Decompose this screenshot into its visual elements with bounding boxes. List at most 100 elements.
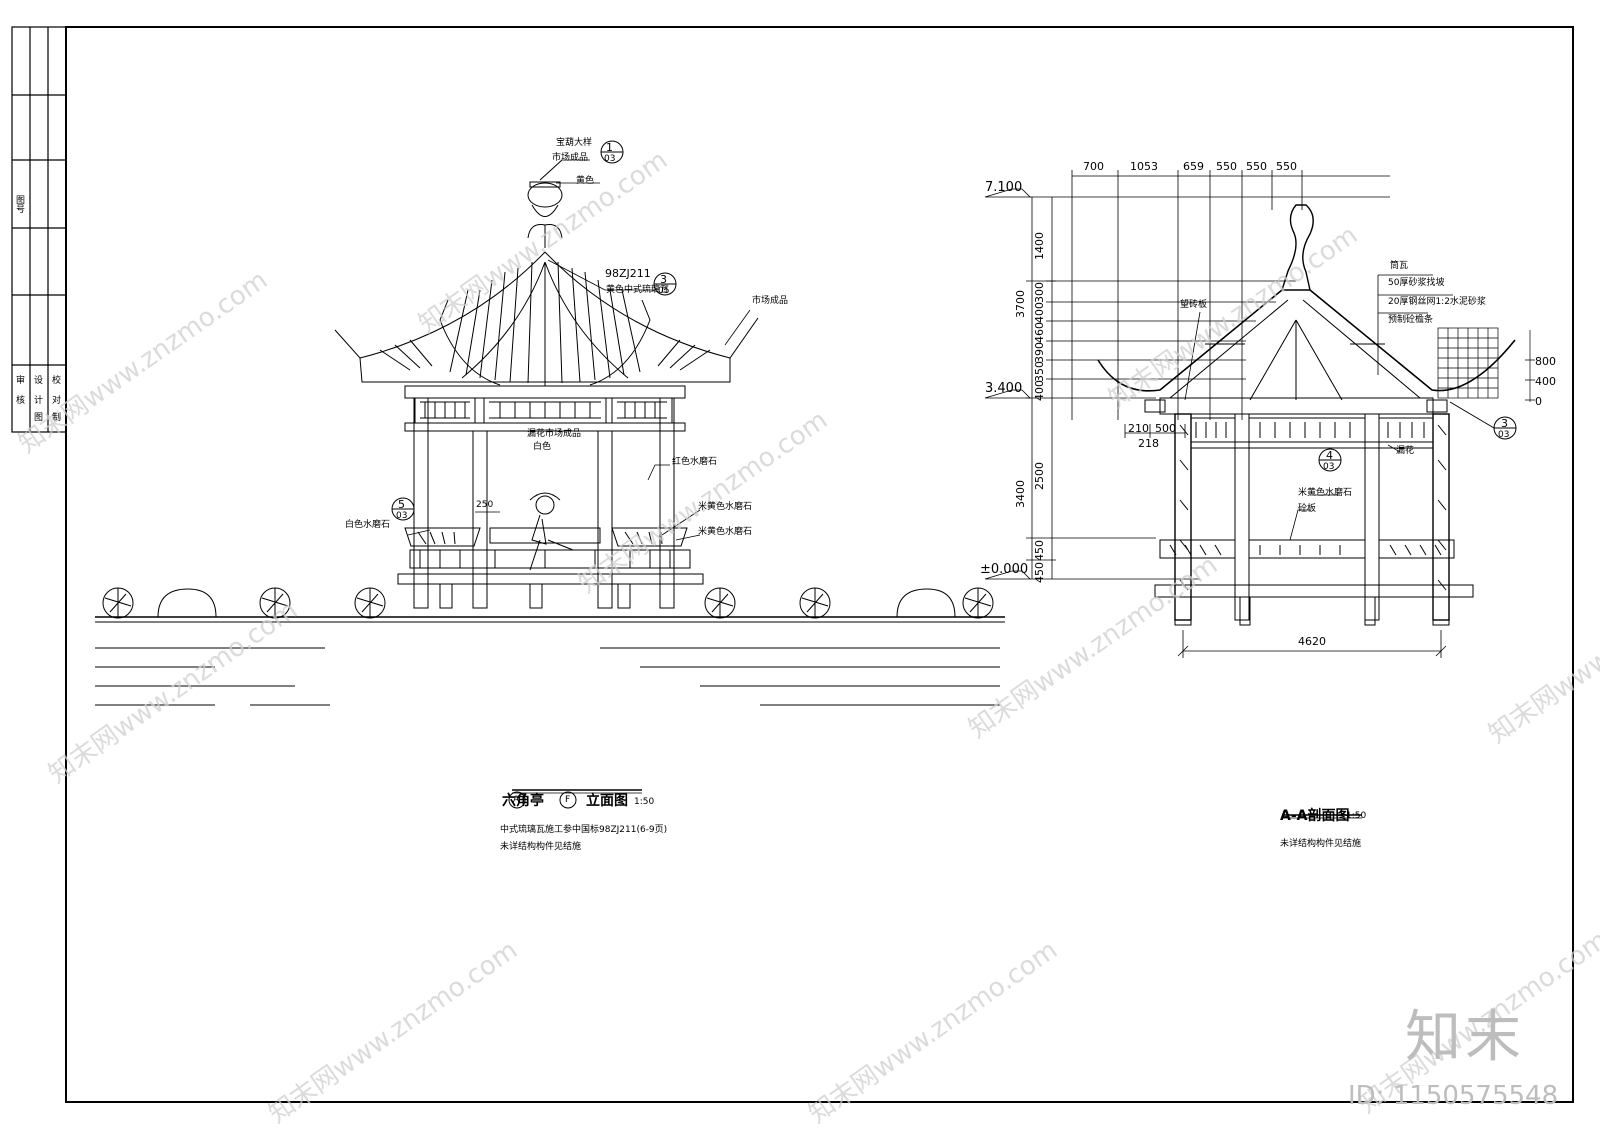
title-strip-label: 核 (14, 395, 24, 404)
inner-dim-300: 300 (1033, 282, 1046, 303)
section-callout-3-num: 3 (1501, 417, 1508, 430)
section-eave-dimensions (1124, 424, 1186, 438)
yellow-stone-label-1: 米黄色水磨石 (698, 502, 753, 512)
callout-5-num: 5 (398, 498, 405, 511)
elevation-ground (95, 587, 1005, 706)
top-dim-2: 1053 (1130, 160, 1158, 173)
section-callout-circles (1318, 401, 1517, 472)
section-title: A-A剖面图 (1280, 808, 1350, 824)
std-code-label: 98ZJ211 (605, 267, 651, 280)
title-strip-label: 制 (50, 412, 60, 421)
top-dim-1: 700 (1083, 160, 1104, 173)
section-scale: 1:50 (1346, 811, 1367, 821)
axis-f-label: F (565, 795, 571, 805)
inner-dim-350: 350 (1033, 361, 1046, 382)
top-dim-3: 659 (1183, 160, 1204, 173)
elevation-title: 六角亭 (502, 793, 544, 809)
title-strip-approval: 图号 (14, 195, 24, 213)
finial (527, 159, 563, 248)
left-dim-450b: 450 (1033, 562, 1046, 583)
section-grid-detail (1437, 327, 1535, 402)
elevation-roof (334, 251, 759, 386)
layer-1-label: 50厚砂浆找坡 (1388, 278, 1445, 288)
top-dim-6: 550 (1276, 160, 1297, 173)
scale-800: 800 (1535, 355, 1556, 368)
title-strip-label: 设 (32, 375, 42, 384)
eave-dim-500: 500 (1155, 422, 1176, 435)
elevation-columns (413, 397, 675, 609)
section-walls (1174, 413, 1450, 621)
callout-1-sheet: 03 (604, 154, 616, 164)
axis-a-label: A (513, 795, 520, 805)
inner-dim-400: 400 (1033, 302, 1046, 323)
left-dim-1400: 1400 (1033, 232, 1046, 260)
layer-2-label: 20厚钢丝网1:2水泥砂浆 (1388, 297, 1486, 307)
title-strip-label: 校 (50, 375, 60, 384)
left-dim-3700: 3700 (1014, 290, 1027, 318)
brand-watermark: 知末 (1405, 1005, 1525, 1070)
elevation-benches (397, 527, 704, 609)
scale-400: 400 (1535, 375, 1556, 388)
section-yellow-stone-label: 米黄色水磨石 (1298, 488, 1353, 498)
railing-white-label: 白色 (533, 442, 552, 452)
layer-3-label: 预制砼檐条 (1388, 315, 1434, 325)
outer-frame (65, 26, 1574, 1103)
top-dim-4: 550 (1216, 160, 1237, 173)
callout-3-sheet: 05 (658, 286, 670, 296)
tile-label: 筒瓦 (1390, 261, 1409, 271)
red-stone-label: 红色水磨石 (672, 457, 718, 467)
elevation-title-suffix: 立面图 (586, 793, 628, 809)
finial-color-label: 黄色 (576, 176, 595, 186)
section-leaders (1184, 274, 1453, 819)
eave-dim-210: 210 (1128, 422, 1149, 435)
section-lattice (1190, 417, 1434, 449)
white-stone-label: 白色水磨石 (345, 520, 391, 530)
section-benches (1154, 539, 1474, 626)
bench-label: 砼板 (1298, 504, 1317, 514)
left-dim-450a: 450 (1033, 540, 1046, 561)
roof-tile-label: 黄色中式琉璃瓦 (606, 285, 670, 295)
roof-end-label: 市场成品 (752, 296, 789, 306)
section-callout-4-sheet: 03 (1323, 462, 1335, 472)
inner-dim-390: 390 (1033, 342, 1046, 363)
bottom-dim-4620: 4620 (1298, 635, 1326, 648)
left-dim-2500: 2500 (1033, 462, 1046, 490)
title-strip-label: 计 (32, 395, 42, 404)
board-label: 望砖板 (1180, 300, 1208, 310)
railing-top-label: 漏花市场成品 (527, 429, 582, 439)
id-watermark: ID: 1150575548 (1348, 1081, 1559, 1111)
elevation-note-2: 未详结构构件见结施 (500, 842, 582, 852)
title-strip-label: 审 (14, 375, 24, 384)
level-0000: ±0.000 (980, 562, 1029, 577)
section-top-dimensions (1071, 170, 1390, 420)
elevation-note-1: 中式琉璃瓦施工参中国标98ZJ211(6-9页) (500, 825, 668, 835)
eave-dim-218: 218 (1138, 437, 1159, 450)
callout-1-num: 1 (606, 141, 613, 154)
scale-0: 0 (1535, 395, 1542, 408)
section-bottom-dimension (1177, 630, 1447, 658)
callout-3-num: 3 (660, 273, 667, 286)
yellow-stone-label-2: 米黄色水磨石 (698, 527, 753, 537)
finial-sub-label: 市场成品 (552, 153, 589, 163)
seated-figure (529, 492, 574, 571)
left-dim-3400: 3400 (1014, 480, 1027, 508)
elevation-scale: 1:50 (634, 797, 655, 807)
title-strip-label: 图 (32, 412, 42, 421)
elevation-drawing (95, 140, 1005, 809)
level-7100: 7.100 (985, 180, 1023, 195)
inner-dim-400b: 400 (1033, 380, 1046, 401)
section-callout-3-sheet: 03 (1498, 430, 1510, 440)
elevation-leaders (407, 159, 751, 794)
elevation-beam (404, 385, 686, 432)
section-drawing (984, 170, 1535, 819)
title-strip (11, 26, 67, 433)
section-note: 未详结构构件见结施 (1280, 839, 1362, 849)
level-3400: 3.400 (985, 381, 1023, 396)
inner-dim-460: 460 (1033, 322, 1046, 343)
elevation-callout-circles (391, 140, 677, 809)
callout-5-sheet: 03 (396, 511, 408, 521)
lattice-label: 漏花 (1396, 446, 1415, 456)
section-level-lines (984, 188, 1390, 580)
dim-250: 250 (476, 500, 494, 510)
